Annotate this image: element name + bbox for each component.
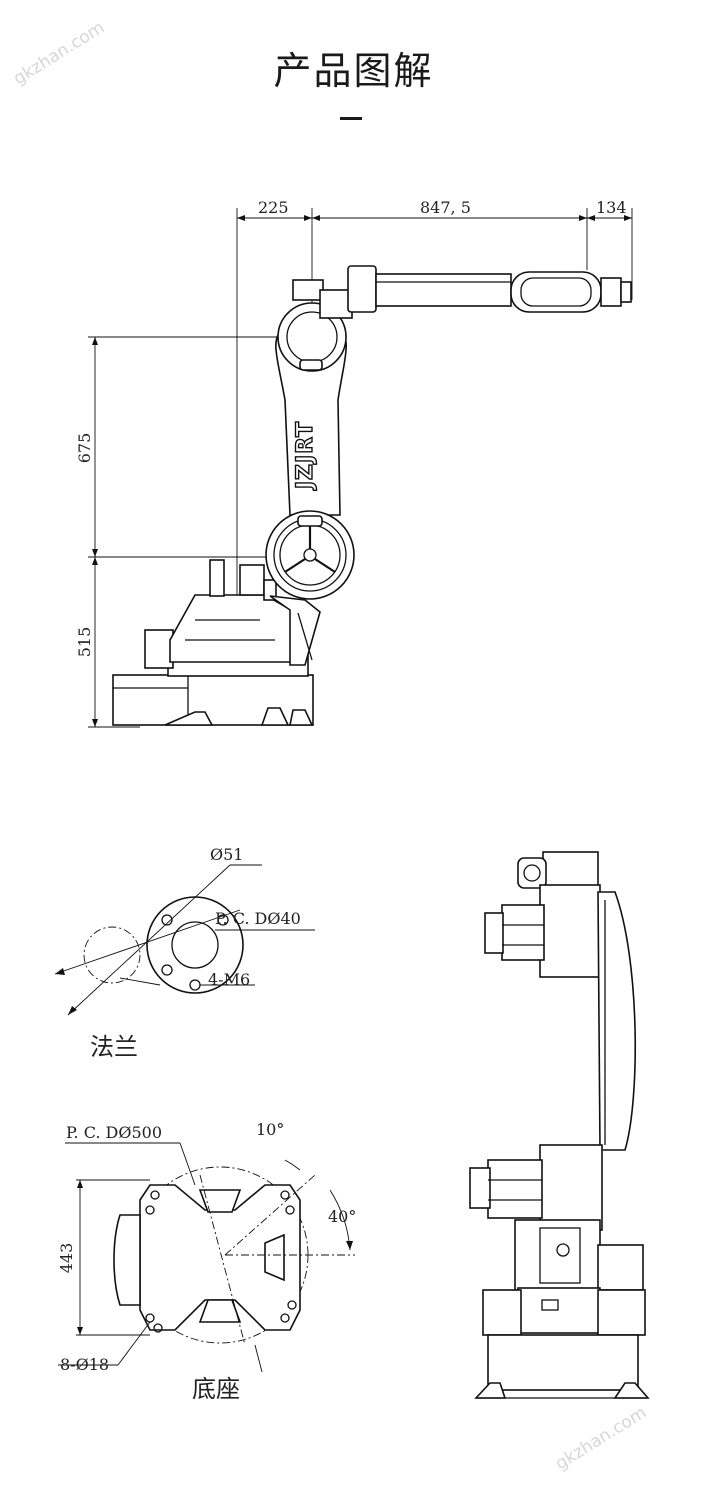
flange-dim-holes: 4-M6 bbox=[208, 970, 250, 989]
dim-675: 675 bbox=[75, 433, 94, 464]
flange-view: Ø51 P. C. DØ40 4-M6 法兰 bbox=[54, 845, 315, 1061]
dim-134: 134 bbox=[596, 198, 627, 217]
flange-label: 法兰 bbox=[90, 1033, 138, 1061]
title-underline bbox=[340, 117, 362, 120]
front-view bbox=[469, 851, 650, 1399]
robot-base bbox=[112, 559, 321, 726]
base-label: 底座 bbox=[192, 1375, 240, 1403]
dim-225: 225 bbox=[258, 198, 289, 217]
side-view: 225 847, 5 134 675 515 bbox=[75, 198, 633, 728]
page-title: 产品图解 bbox=[273, 49, 434, 93]
base-view: P. C. DØ500 443 8-Ø18 10° 40° 底座 bbox=[57, 1120, 356, 1403]
watermark-bottom: gkzhan.com bbox=[552, 1403, 650, 1475]
base-angle-large: 40° bbox=[328, 1207, 356, 1226]
arm-logo: JZJRT bbox=[293, 421, 318, 491]
flange-dim-pcd: P. C. DØ40 bbox=[215, 909, 301, 928]
flange-dim-diameter: Ø51 bbox=[210, 845, 243, 864]
base-dim-pcd: P. C. DØ500 bbox=[66, 1123, 162, 1142]
watermark-top: gkzhan.com bbox=[10, 18, 108, 90]
base-dim-height: 443 bbox=[57, 1243, 76, 1274]
base-angle-small: 10° bbox=[256, 1120, 284, 1139]
elbow-joint bbox=[277, 279, 353, 372]
base-dim-holes: 8-Ø18 bbox=[60, 1355, 109, 1374]
lower-arm: JZJRT bbox=[265, 329, 355, 600]
forearm bbox=[347, 265, 632, 313]
dim-847: 847, 5 bbox=[420, 198, 471, 217]
dim-515: 515 bbox=[75, 627, 94, 658]
